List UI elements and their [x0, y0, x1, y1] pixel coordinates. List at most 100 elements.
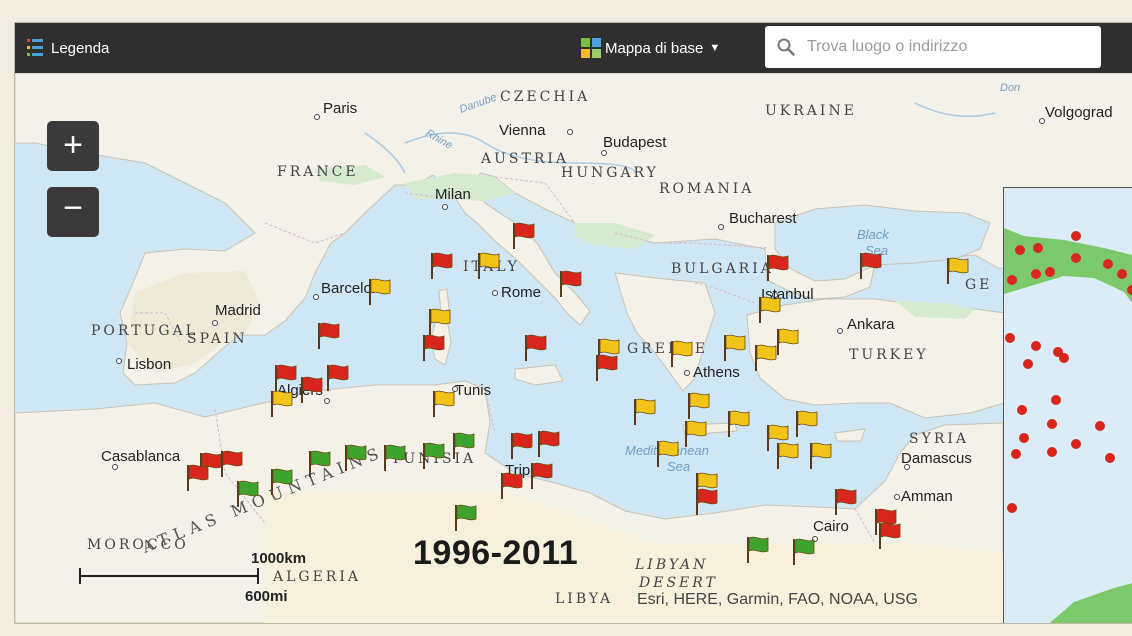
green-flag-marker[interactable]: [309, 450, 331, 477]
yellow-flag-marker[interactable]: [759, 296, 781, 323]
red-flag-marker[interactable]: [423, 334, 445, 361]
red-flag-marker[interactable]: [511, 432, 533, 459]
inset-dot: [1103, 259, 1113, 269]
country-labels: CZECHIA UKRAINE FRANCE AUSTRIA HUNGARY R…: [87, 89, 992, 607]
label-lisbon: Lisbon: [127, 356, 171, 373]
yellow-flag-marker[interactable]: [657, 440, 679, 467]
map-canvas[interactable]: CZECHIA UKRAINE FRANCE AUSTRIA HUNGARY R…: [15, 73, 1132, 623]
yellow-flag-marker[interactable]: [724, 334, 746, 361]
red-flag-marker[interactable]: [696, 488, 718, 515]
green-flag-marker[interactable]: [453, 432, 475, 459]
inset-dot: [1045, 267, 1055, 277]
inset-dot: [1031, 269, 1041, 279]
yellow-flag-marker[interactable]: [369, 278, 391, 305]
label-turkey: TURKEY: [849, 347, 929, 363]
yellow-flag-marker[interactable]: [728, 410, 750, 437]
label-casablanca: Casablanca: [101, 448, 181, 465]
label-volgograd: Volgograd: [1045, 104, 1113, 121]
zoom-in-button[interactable]: +: [47, 121, 99, 171]
chevron-down-icon: ▼: [709, 42, 721, 54]
green-flag-marker[interactable]: [345, 444, 367, 471]
label-morocco: MOROCCO: [87, 537, 189, 553]
corsica: [438, 288, 450, 314]
land-greece: [614, 272, 716, 392]
red-flag-marker[interactable]: [525, 334, 547, 361]
red-flag-marker[interactable]: [531, 462, 553, 489]
green-flag-marker[interactable]: [423, 442, 445, 469]
red-flag-marker[interactable]: [596, 354, 618, 381]
search-input[interactable]: [805, 37, 1089, 57]
green-flag-marker[interactable]: [793, 538, 815, 565]
yellow-flag-marker[interactable]: [671, 340, 693, 367]
inset-dots: [1005, 231, 1132, 513]
yellow-flag-marker[interactable]: [947, 257, 969, 284]
map-toolbar: Legenda Mappa di base ▼: [15, 23, 1132, 73]
yellow-flag-marker[interactable]: [696, 472, 718, 499]
red-flag-marker[interactable]: [879, 522, 901, 549]
green-flag-marker[interactable]: [455, 504, 477, 531]
zoom-out-label: −: [63, 189, 83, 227]
red-flag-marker[interactable]: [318, 322, 340, 349]
red-flag-marker[interactable]: [275, 364, 297, 391]
yellow-flag-marker[interactable]: [796, 410, 818, 437]
yellow-flag-marker[interactable]: [777, 442, 799, 469]
legend-label: Legenda: [51, 39, 110, 57]
label-tunis: Tunis: [455, 382, 491, 399]
yellow-flag-marker[interactable]: [767, 424, 789, 451]
red-flag-marker[interactable]: [501, 472, 523, 499]
green-flag-marker[interactable]: [384, 444, 406, 471]
yellow-flag-marker[interactable]: [810, 442, 832, 469]
label-czechia: CZECHIA: [500, 89, 590, 105]
inset-dot: [1023, 359, 1033, 369]
red-flag-marker[interactable]: [327, 364, 349, 391]
label-mediterranean-2: Sea: [667, 459, 690, 474]
city-markers: [112, 114, 1045, 542]
red-flag-marker[interactable]: [875, 508, 897, 535]
yellow-flag-marker[interactable]: [478, 252, 500, 279]
label-ankara: Ankara: [847, 316, 895, 333]
basemap-label: Mappa di base: [605, 39, 704, 57]
zoom-out-button[interactable]: −: [47, 187, 99, 237]
inset-dot: [1071, 231, 1081, 241]
yellow-flag-marker[interactable]: [777, 328, 799, 355]
red-flag-marker[interactable]: [301, 376, 323, 403]
desert-labels: LIBYAN DESERT: [634, 557, 715, 591]
yellow-flag-marker[interactable]: [688, 392, 710, 419]
yellow-flag-marker[interactable]: [598, 338, 620, 365]
legend-button[interactable]: Legenda: [27, 37, 109, 59]
inset-dot: [1007, 503, 1017, 513]
inset-dot: [1015, 245, 1025, 255]
yellow-flag-marker[interactable]: [433, 390, 455, 417]
borders: [135, 176, 876, 544]
yellow-flag-marker[interactable]: [755, 344, 777, 371]
yellow-flag-marker[interactable]: [271, 390, 293, 417]
basemap-button[interactable]: Mappa di base ▼: [581, 36, 720, 60]
label-budapest: Budapest: [603, 134, 667, 151]
red-flag-marker[interactable]: [560, 270, 582, 297]
red-flag-marker[interactable]: [767, 254, 789, 281]
land-turkey: [746, 298, 1006, 419]
red-flag-marker[interactable]: [221, 450, 243, 477]
sicily: [514, 364, 564, 386]
label-rome: Rome: [501, 284, 541, 301]
green-flag-marker[interactable]: [747, 536, 769, 563]
label-georgia: GE: [965, 277, 992, 293]
red-flag-marker[interactable]: [538, 430, 560, 457]
red-flag-marker[interactable]: [835, 488, 857, 515]
river-lines: [364, 102, 996, 174]
yellow-flag-marker[interactable]: [634, 398, 656, 425]
red-flag-marker[interactable]: [860, 252, 882, 279]
label-libya: LIBYA: [555, 591, 613, 607]
red-flag-marker[interactable]: [513, 222, 535, 249]
yellow-flag-marker[interactable]: [685, 420, 707, 447]
label-austria: AUSTRIA: [480, 151, 569, 167]
green-flag-marker[interactable]: [271, 468, 293, 495]
yellow-flag-marker[interactable]: [429, 308, 451, 335]
label-ukraine: UKRAINE: [765, 103, 857, 119]
scale-bar: 1000km 600mi: [79, 550, 306, 620]
red-flag-marker[interactable]: [187, 464, 209, 491]
red-flag-marker[interactable]: [431, 252, 453, 279]
search-icon: [777, 38, 795, 56]
inset-dot: [1105, 453, 1115, 463]
green-flag-marker[interactable]: [237, 480, 259, 507]
